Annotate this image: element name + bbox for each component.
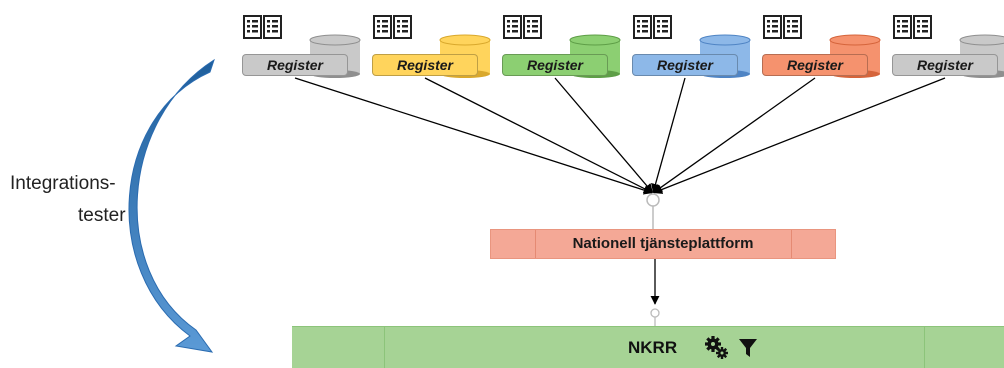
register-label: Register <box>892 54 998 76</box>
integration-flow-arrow <box>128 58 215 353</box>
list-icon <box>523 15 542 39</box>
register-connector <box>554 77 653 193</box>
list-icon <box>393 15 412 39</box>
list-icon <box>893 15 912 39</box>
register-connector <box>424 77 653 194</box>
register-group: Register <box>242 14 364 78</box>
list-icon <box>243 15 262 39</box>
list-icon <box>653 15 672 39</box>
list-icon <box>373 15 392 39</box>
platform-label: Nationell tjänsteplattform <box>572 235 754 252</box>
register-group: Register <box>372 14 494 78</box>
gears-icon <box>705 336 728 359</box>
register-label: Register <box>372 54 478 76</box>
filter-icon <box>739 339 757 357</box>
register-group: Register <box>502 14 624 78</box>
list-icon <box>783 15 802 39</box>
list-icon <box>263 15 282 39</box>
register-group: Register <box>892 14 1004 78</box>
nkrr-system: NKRR <box>292 326 1004 368</box>
list-icon <box>503 15 522 39</box>
register-connectors <box>294 77 946 195</box>
register-label: Register <box>502 54 608 76</box>
list-icon <box>633 15 652 39</box>
register-group: Register <box>762 14 884 78</box>
register-connector <box>653 77 946 194</box>
register-connector <box>294 77 653 195</box>
list-icon <box>913 15 932 39</box>
junction-node-top <box>646 193 660 207</box>
register-label: Register <box>762 54 868 76</box>
register-group: Register <box>632 14 754 78</box>
register-connector <box>651 77 686 193</box>
integration-tests-label-line1: Integrations- <box>10 173 116 194</box>
register-label: Register <box>242 54 348 76</box>
nkrr-label: NKRR <box>628 338 678 357</box>
junction-node-bottom <box>650 308 660 318</box>
register-connector <box>653 77 816 193</box>
national-service-platform: Nationell tjänsteplattform <box>490 229 836 259</box>
integration-tests-label-line2: tester <box>78 205 126 226</box>
list-icon <box>763 15 782 39</box>
register-label: Register <box>632 54 738 76</box>
